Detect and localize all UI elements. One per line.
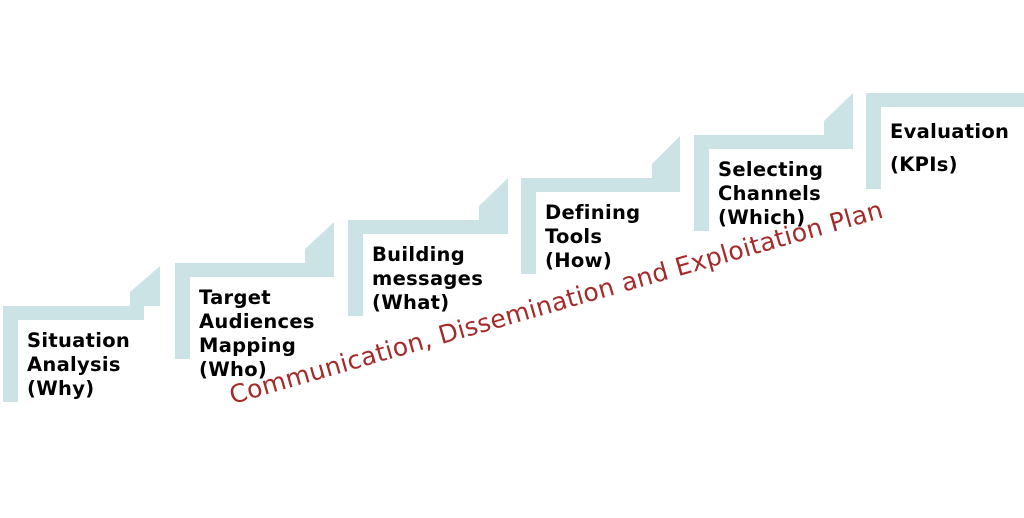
step-label-situation-analysis: Situation Analysis (Why) <box>27 329 131 400</box>
step-shape-defining-tools <box>521 136 680 274</box>
step-4-side-bar <box>521 178 536 274</box>
step-6-side-bar <box>866 93 881 189</box>
step-label-selecting-channels: Selecting Channels (Which) <box>718 158 824 229</box>
step-shape-selecting-channels <box>694 93 853 231</box>
step-label-defining-tools: Defining Tools (How) <box>545 201 641 272</box>
step-5-side-bar <box>694 135 709 231</box>
step-label-evaluation: Evaluation (KPIs) <box>890 120 1010 176</box>
step-3-side-bar <box>348 220 363 316</box>
step-3-top-bar <box>348 220 508 234</box>
step-shape-target-audiences <box>175 222 334 359</box>
step-1-corner <box>130 266 160 306</box>
step-2-top-bar <box>175 263 334 277</box>
step-4-top-bar <box>521 178 680 192</box>
step-shape-building-messages <box>348 178 508 316</box>
step-2-corner <box>305 222 334 263</box>
step-2-side-bar <box>175 263 190 359</box>
step-shape-evaluation <box>866 93 1024 189</box>
step-shape-situation-analysis <box>3 266 160 402</box>
step-4-corner <box>652 136 680 178</box>
step-3-corner <box>479 178 508 220</box>
step-6-top-bar <box>866 93 1024 107</box>
step-5-corner <box>824 93 853 135</box>
step-label-target-audiences: Target Audiences Mapping (Who) <box>199 286 315 381</box>
step-1-side-bar <box>3 306 18 402</box>
step-1-top-bar <box>3 306 144 320</box>
step-label-building-messages: Building messages (What) <box>372 243 484 314</box>
step-5-top-bar <box>694 135 853 149</box>
